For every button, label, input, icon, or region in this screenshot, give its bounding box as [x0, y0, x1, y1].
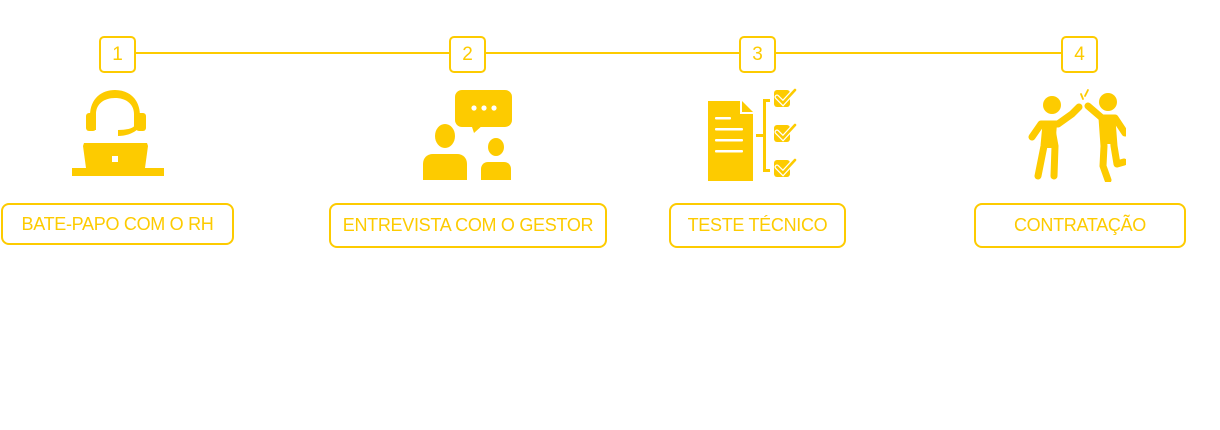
high-five-icon	[1026, 86, 1129, 184]
headset-laptop-icon	[68, 86, 168, 182]
step-1-number: 1	[99, 36, 136, 73]
step-1-label: BATE-PAPO COM O RH	[1, 203, 234, 245]
checklist-document-icon	[705, 86, 805, 182]
step-4-label: CONTRATAÇÃO	[974, 203, 1186, 248]
step-2-number: 2	[449, 36, 486, 73]
step-3-label: TESTE TÉCNICO	[669, 203, 846, 248]
timeline-connector	[134, 52, 1062, 54]
interview-chat-icon	[418, 86, 518, 182]
step-4-number: 4	[1061, 36, 1098, 73]
step-2-label: ENTREVISTA COM O GESTOR	[329, 203, 607, 248]
step-3-number: 3	[739, 36, 776, 73]
